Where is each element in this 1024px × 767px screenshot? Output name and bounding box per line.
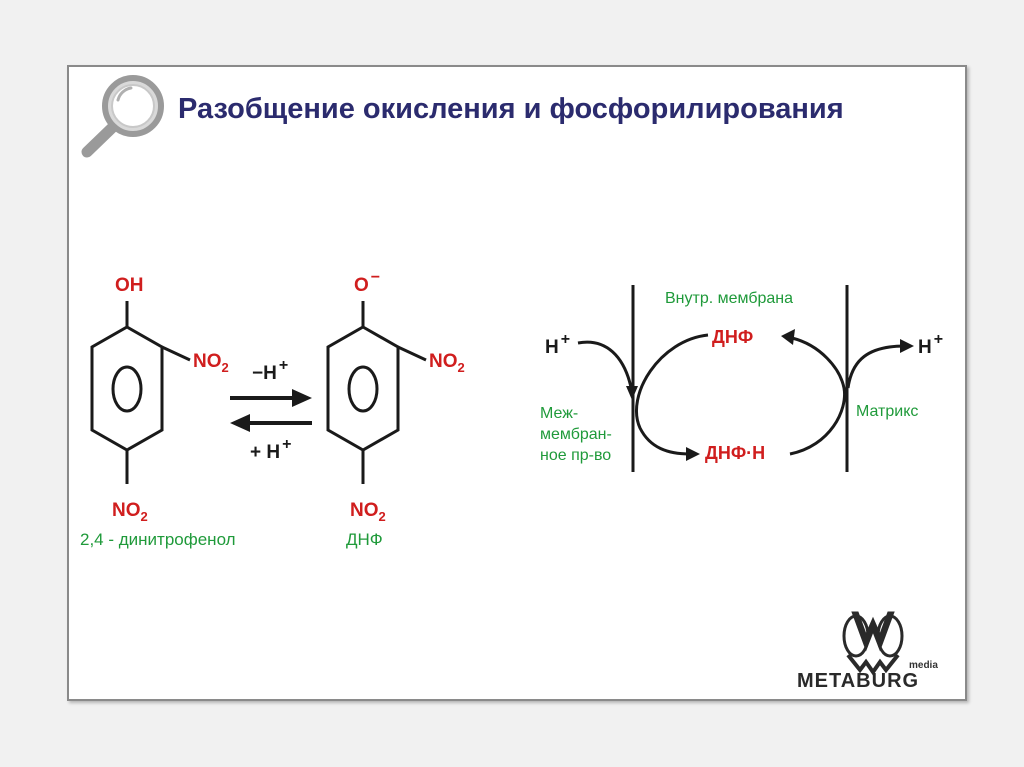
forward-arrow (230, 389, 312, 407)
right-molecule-name: ДНФ (346, 530, 383, 549)
dnf-label: ДНФ (712, 327, 754, 347)
left-side-group: NO2 (193, 351, 229, 375)
reverse-arrow (230, 414, 312, 432)
right-bottom-group: NO2 (350, 500, 386, 524)
logo-sub: media (909, 660, 938, 671)
right-aromatic-circle (347, 365, 379, 413)
left-aromatic-circle (111, 365, 143, 413)
right-side-group: NO2 (429, 351, 465, 375)
left-bottom-group: NO2 (112, 500, 148, 524)
h-plus-left: H+ (545, 331, 571, 358)
slide-frame (67, 65, 967, 701)
left-top-group: OH (115, 275, 144, 296)
forward-label: −H+ (252, 357, 289, 384)
left-molecule-name: 2,4 - динитрофенол (80, 530, 236, 549)
logo-brand: METABURG (797, 670, 920, 692)
inner-membrane-label: Внутр. мембрана (665, 290, 794, 307)
h-plus-right: H+ (918, 331, 944, 358)
intermembrane-space-label: Меж- мембран- ное пр-во (540, 405, 612, 464)
reverse-label: + H+ (250, 436, 292, 463)
dnf-h-label: ДНФ·H (705, 443, 766, 463)
matrix-label: Матрикс (856, 403, 919, 420)
right-top-group: O− (354, 269, 381, 296)
slide-title: Разобщение окисления и фосфорилирования (178, 93, 844, 125)
